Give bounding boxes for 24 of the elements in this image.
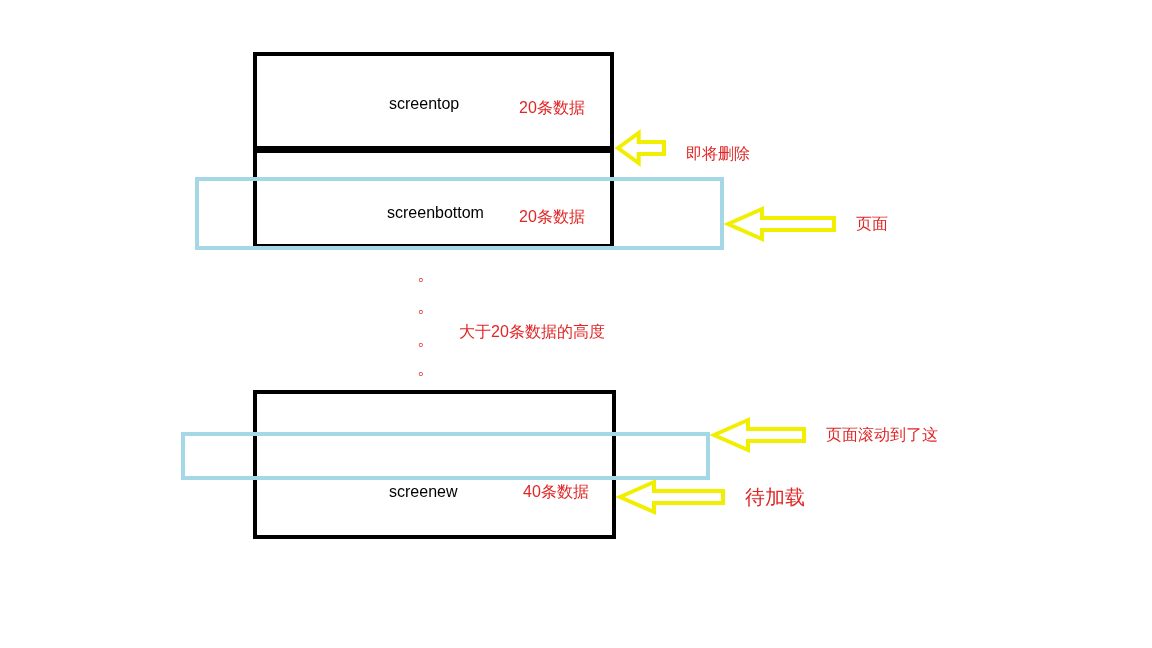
ellipsis-dot: 。 (417, 264, 435, 284)
screen-name: screentop (389, 94, 460, 114)
arrow (615, 478, 725, 516)
ellipsis-dot: 。 (417, 358, 435, 378)
screen-box (253, 52, 614, 150)
arrow (709, 416, 806, 454)
screen-box (253, 149, 614, 248)
annotation-text: 页面 (856, 214, 888, 234)
record-count: 20条数据 (519, 207, 585, 227)
ellipsis-dot: 。 (417, 296, 435, 316)
page-frame (181, 432, 710, 480)
page-frame (195, 177, 724, 250)
annotation-text: 页面滚动到了这 (826, 425, 938, 445)
arrow (614, 129, 666, 167)
arrow (723, 205, 836, 243)
screen-name: screenbottom (387, 203, 484, 223)
screen-name: screenew (389, 482, 458, 502)
note-text: 大于20条数据的高度 (459, 322, 605, 342)
annotation-text: 即将删除 (686, 144, 750, 164)
annotation-text: 待加载 (745, 485, 805, 509)
record-count: 20条数据 (519, 98, 585, 118)
ellipsis-dot: 。 (417, 329, 435, 349)
screen-box (253, 390, 616, 539)
record-count: 40条数据 (523, 482, 589, 502)
